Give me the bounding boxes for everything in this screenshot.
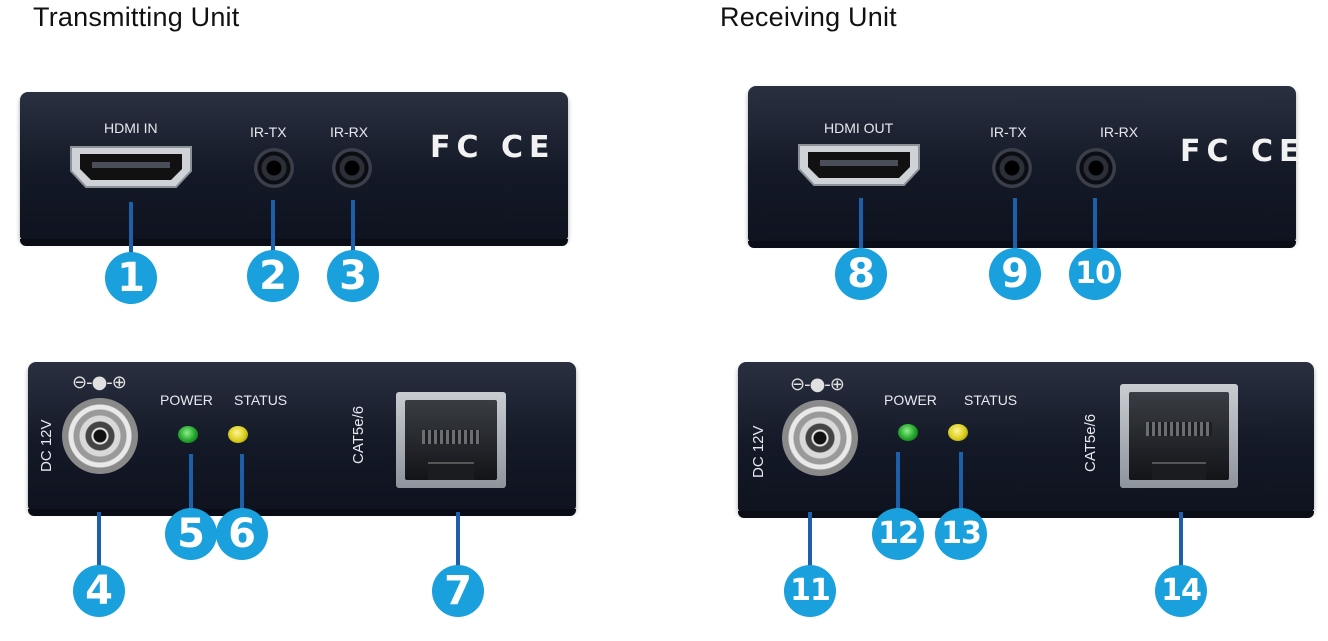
tx-front-panel: HDMI IN IR-TX IR-RX FC CE bbox=[20, 92, 568, 246]
status-led bbox=[228, 426, 248, 443]
leader-line bbox=[1013, 198, 1017, 256]
ir-rx-jack-icon bbox=[332, 148, 372, 188]
rx-cat-label: CAT5e/6 bbox=[1082, 413, 1099, 472]
leader-line bbox=[97, 512, 101, 568]
rx-ir-rx-label: IR-RX bbox=[1100, 124, 1139, 140]
leader-line bbox=[271, 200, 275, 256]
callout-14: 14 bbox=[1155, 565, 1207, 617]
dc-12v-label: DC 12V bbox=[38, 419, 55, 472]
power-label: POWER bbox=[160, 392, 213, 408]
rx-dc-power-jack-icon bbox=[782, 400, 858, 476]
leader-line bbox=[808, 512, 812, 568]
rx-ir-tx-jack-icon bbox=[992, 148, 1032, 188]
rx-status-led bbox=[948, 424, 968, 441]
callout-1: 1 bbox=[105, 252, 157, 304]
rx-polarity-symbol: ⊖-●-⊕ bbox=[790, 374, 845, 395]
leader-line bbox=[351, 200, 355, 256]
rx-ir-rx-jack-icon bbox=[1076, 148, 1116, 188]
hdmi-out-label: HDMI OUT bbox=[824, 120, 894, 136]
rj45-port-icon bbox=[396, 392, 506, 488]
callout-12: 12 bbox=[872, 508, 924, 560]
callout-11: 11 bbox=[784, 565, 836, 617]
callout-7: 7 bbox=[432, 565, 484, 617]
tx-back-panel: ⊖-●-⊕ DC 12V POWER STATUS CAT5e/6 bbox=[28, 362, 576, 516]
callout-10: 10 bbox=[1069, 248, 1121, 300]
callout-5: 5 bbox=[165, 508, 217, 560]
leader-line bbox=[240, 454, 244, 514]
hdmi-in-port-icon bbox=[70, 146, 192, 188]
leader-line bbox=[189, 454, 193, 514]
leader-line bbox=[456, 512, 460, 568]
rx-back-panel: ⊖-●-⊕ DC 12V POWER STATUS CAT5e/6 bbox=[738, 362, 1314, 518]
rx-rj45-port-icon bbox=[1120, 384, 1238, 488]
polarity-symbol: ⊖-●-⊕ bbox=[72, 372, 127, 393]
receiving-unit-title: Receiving Unit bbox=[720, 2, 897, 32]
power-led bbox=[178, 426, 198, 443]
callout-9: 9 bbox=[989, 248, 1041, 300]
ir-tx-label: IR-TX bbox=[250, 124, 287, 140]
leader-line bbox=[959, 452, 963, 512]
leader-line bbox=[896, 452, 900, 512]
callout-2: 2 bbox=[247, 250, 299, 302]
fc-ce-mark: FC CE bbox=[430, 130, 556, 165]
leader-line bbox=[1179, 512, 1183, 568]
dc-power-jack-icon bbox=[62, 398, 138, 474]
ir-rx-label: IR-RX bbox=[330, 124, 369, 140]
rx-front-panel: HDMI OUT IR-TX IR-RX FC CE bbox=[748, 86, 1299, 248]
callout-4: 4 bbox=[73, 565, 125, 617]
hdmi-in-label: HDMI IN bbox=[104, 120, 158, 136]
transmitting-unit-title: Transmitting Unit bbox=[33, 2, 240, 32]
rx-fc-ce-mark: FC CE bbox=[1180, 134, 1306, 169]
callout-3: 3 bbox=[327, 250, 379, 302]
hdmi-out-port-icon bbox=[798, 144, 920, 186]
rx-status-label: STATUS bbox=[964, 392, 1018, 408]
rx-power-led bbox=[898, 424, 918, 441]
leader-line bbox=[129, 202, 133, 256]
rx-power-label: POWER bbox=[884, 392, 937, 408]
rx-ir-tx-label: IR-TX bbox=[990, 124, 1027, 140]
callout-8: 8 bbox=[835, 248, 887, 300]
callout-6: 6 bbox=[216, 508, 268, 560]
callout-13: 13 bbox=[935, 508, 987, 560]
leader-line bbox=[1093, 198, 1097, 256]
cat-label: CAT5e/6 bbox=[350, 405, 367, 464]
status-label: STATUS bbox=[234, 392, 288, 408]
rx-dc-12v-label: DC 12V bbox=[750, 425, 767, 478]
leader-line bbox=[859, 198, 863, 256]
ir-tx-jack-icon bbox=[254, 148, 294, 188]
